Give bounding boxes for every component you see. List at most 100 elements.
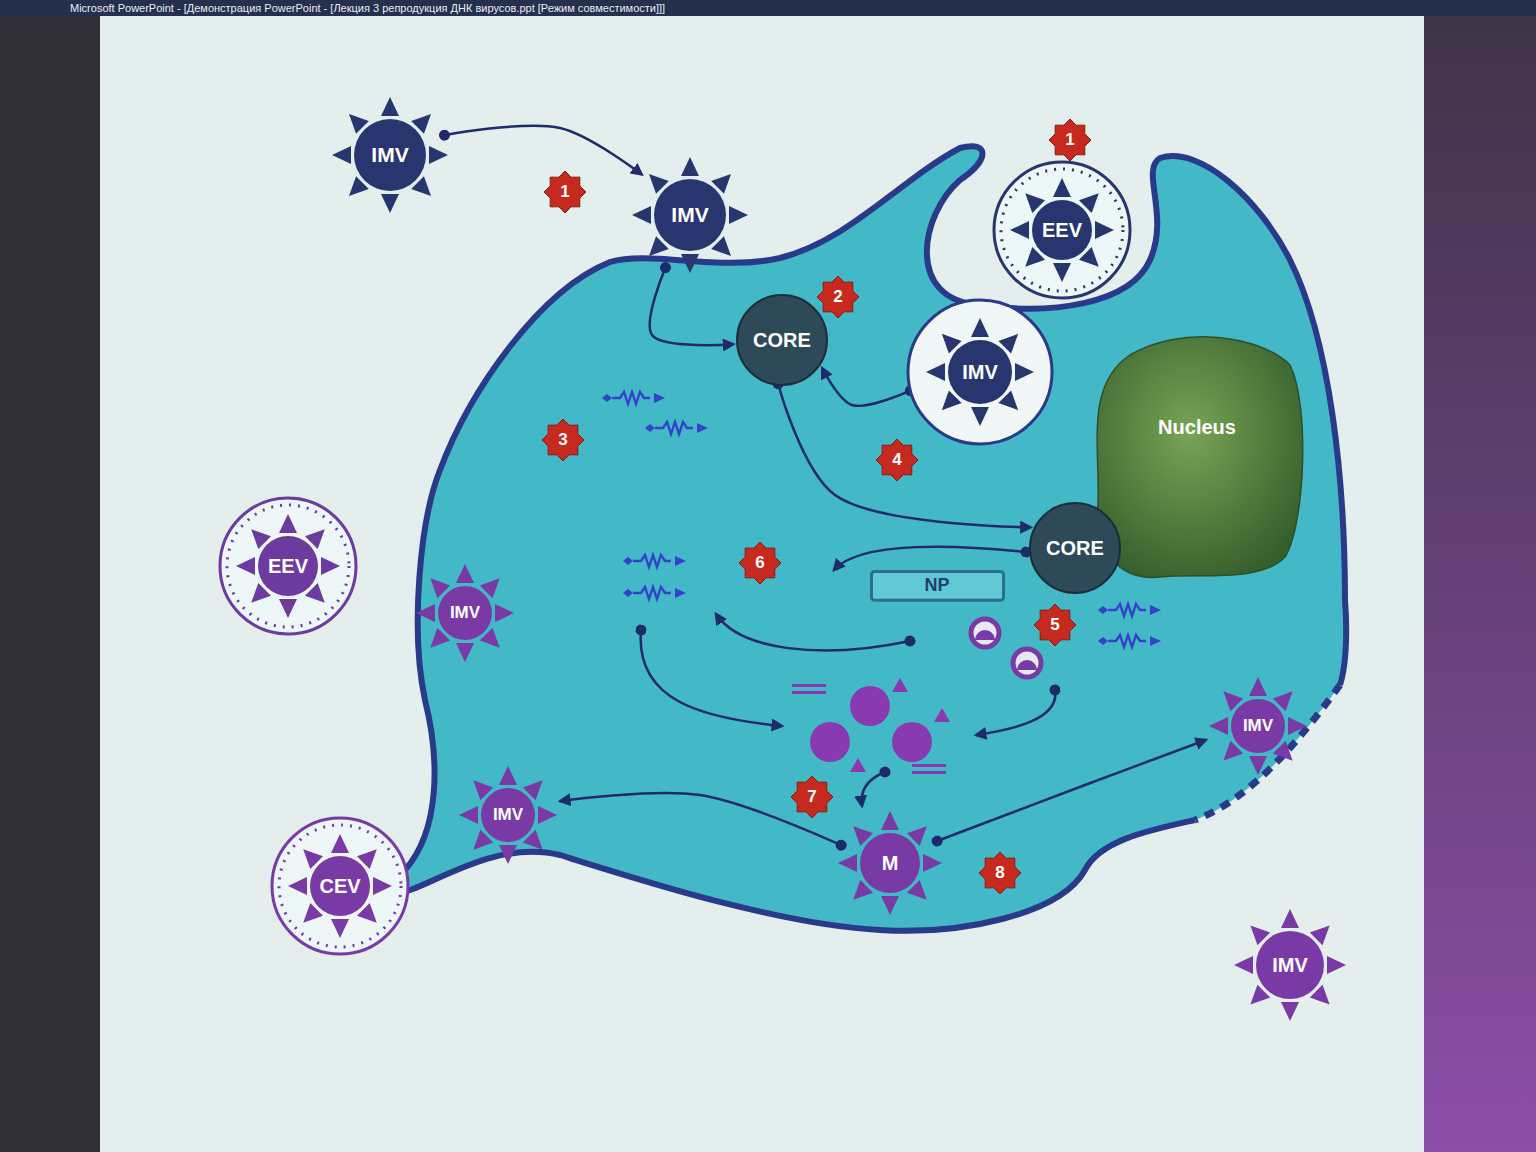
spike	[926, 363, 945, 381]
particle-body	[438, 586, 492, 640]
np-rect	[871, 572, 1003, 601]
spike	[681, 254, 699, 273]
arrow-connector	[822, 368, 910, 406]
spike	[499, 845, 517, 864]
node-label: CEV	[319, 875, 360, 897]
crescent-membrane	[971, 619, 1041, 677]
spike	[1249, 756, 1267, 775]
imv-particle: IMV	[414, 562, 516, 664]
mrna-symbol	[1098, 635, 1161, 647]
callout-badge: 4	[875, 438, 919, 482]
node-label: IMV	[962, 361, 998, 383]
node-text-block: EEV	[268, 555, 308, 577]
imv-particle: IMV	[1207, 675, 1309, 777]
spike	[1095, 221, 1114, 239]
viral-core: CORE	[736, 294, 828, 386]
viral-core: CORE	[1029, 502, 1121, 594]
callout-badge: 1	[1048, 118, 1092, 162]
node-text-block: IMV	[1272, 954, 1308, 976]
envelope-proteins	[279, 825, 401, 947]
spike	[456, 643, 474, 662]
node-text-block: IMV	[1243, 717, 1273, 736]
mrna-symbol	[602, 392, 665, 404]
callout-shape	[542, 419, 584, 461]
mature-virion: M	[836, 809, 944, 917]
cell-nucleus-shape	[1090, 325, 1305, 580]
node-label: M	[882, 852, 899, 874]
node-label: CORE	[1046, 537, 1104, 559]
imv-particle: IMV	[457, 764, 559, 866]
imv-particle: IMV	[330, 95, 450, 215]
spike	[1281, 909, 1299, 928]
callout-shape	[739, 542, 781, 584]
spike	[729, 206, 748, 224]
screen-edge	[0, 0, 100, 1152]
node-text-block: IMV	[371, 143, 408, 166]
spike	[1053, 178, 1071, 197]
envelope	[994, 162, 1130, 298]
particle-body	[481, 788, 535, 842]
node-label: Nucleus	[1158, 416, 1236, 438]
spike	[331, 919, 349, 938]
particle-body	[1256, 931, 1324, 999]
particle-body	[654, 179, 726, 251]
arrow-connector	[937, 740, 1206, 841]
spike	[416, 604, 435, 622]
imv-particle: IMV	[1232, 907, 1348, 1023]
particle-body	[948, 340, 1012, 404]
node-text-block: Nucleus	[1158, 416, 1236, 438]
spike	[279, 599, 297, 618]
spike	[1053, 263, 1071, 282]
callout-badge: 2	[816, 275, 860, 319]
node-text-block: EEV	[1042, 219, 1082, 241]
spike	[838, 854, 857, 872]
callout-number: 2	[833, 287, 842, 307]
cell-cytoplasm	[398, 146, 1346, 931]
callout-shape	[1049, 119, 1091, 161]
spike	[495, 604, 514, 622]
spike	[971, 318, 989, 337]
node-text-block: CEV	[319, 875, 360, 897]
particle-body	[258, 536, 318, 596]
node-label: EEV	[268, 555, 308, 577]
callout-shape	[544, 171, 586, 213]
node-label: IMV	[371, 143, 408, 166]
spike	[1010, 221, 1029, 239]
node-label: IMV	[493, 806, 523, 825]
node-text-block: IMV	[450, 604, 480, 623]
particle-body	[354, 119, 426, 191]
spike	[971, 407, 989, 426]
node-text-block: IMV	[962, 361, 998, 383]
node-label: IMV	[450, 604, 480, 623]
callout-badge: 8	[978, 851, 1022, 895]
spike	[632, 206, 651, 224]
node-text-block: NP	[924, 576, 949, 596]
core-body	[1030, 503, 1120, 593]
callout-number: 3	[558, 430, 567, 450]
mrna-symbol	[623, 587, 686, 599]
spike	[459, 806, 478, 824]
spike	[1234, 956, 1253, 974]
callout-shape	[1034, 604, 1076, 646]
node-label: IMV	[1243, 717, 1273, 736]
callout-number: 4	[892, 450, 901, 470]
particle-body	[1231, 699, 1285, 753]
cev-particle: CEV	[270, 816, 410, 956]
node-label: NP	[924, 576, 949, 596]
callout-number: 1	[1065, 130, 1074, 150]
mrna-symbol	[1098, 604, 1161, 616]
spike	[1015, 363, 1034, 381]
spike	[236, 557, 255, 575]
spike	[1327, 956, 1346, 974]
envelope-proteins	[1001, 169, 1123, 291]
callout-number: 8	[995, 863, 1004, 883]
node-text-block: IMV	[671, 203, 708, 226]
envelope-proteins	[227, 505, 349, 627]
cell-nucleus: Nucleus	[1090, 325, 1305, 580]
particle-body	[860, 833, 920, 893]
screen-edge	[1424, 0, 1536, 1152]
callout-number: 5	[1050, 615, 1059, 635]
spike	[1209, 717, 1228, 735]
callout-shape	[791, 776, 833, 818]
spike	[381, 194, 399, 213]
